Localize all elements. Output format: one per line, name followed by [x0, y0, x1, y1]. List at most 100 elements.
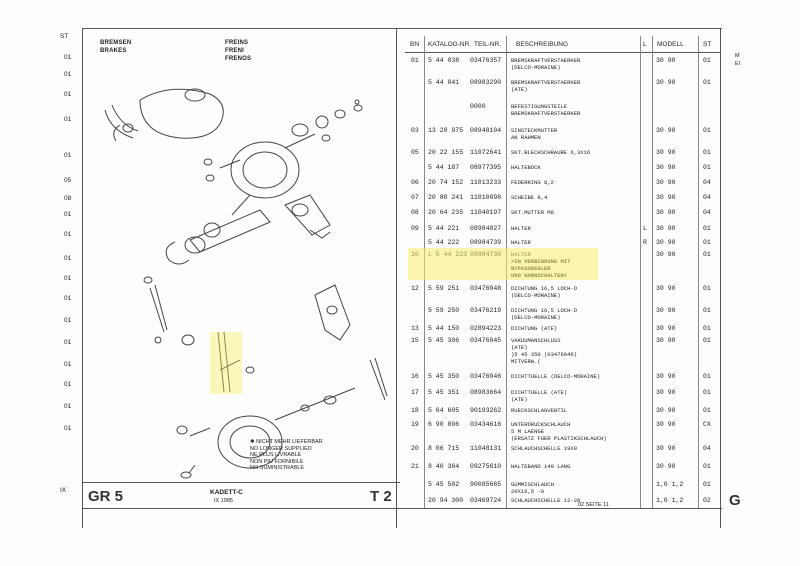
row-description-line: FEDERRING 8,2 [511, 179, 554, 186]
row-model: 30 90 [656, 421, 676, 428]
row-model: 30 90 [656, 463, 676, 470]
col-sep-4 [652, 36, 653, 508]
upper-booster-drum [139, 88, 224, 139]
row-bn: 19 [411, 421, 419, 428]
row-description-line: (ERSATZ FUER PLASTIKSCHLAUCH) [511, 435, 607, 442]
row-part-no: 08984027 [470, 225, 502, 232]
row-description-line: SCHLAUCHSCHELLE 12-20 [511, 497, 581, 504]
row-model: 30 90 [656, 307, 676, 314]
row-quantity: 01 [703, 127, 711, 134]
col-header-bn: BN [410, 41, 420, 48]
row-part-no: 08984739 [470, 239, 502, 246]
row-description-line: DICHTUNG 16,5 LOCH-D [511, 285, 578, 292]
frame-bottom-line [82, 482, 400, 483]
row-catalog-no: 20 94 300 [428, 497, 464, 504]
row-model: 30 90 [656, 373, 676, 380]
row-bn: 13 [411, 325, 419, 332]
row-catalog-no: 20 80 241 [428, 194, 464, 201]
row-description-line: (DELCO-MORAINE) [511, 64, 561, 71]
row-catalog-no: 8 40 364 [428, 463, 460, 470]
row-side: L [643, 225, 647, 232]
row-part-no: 02894223 [470, 325, 502, 332]
frame-left-line [82, 28, 83, 528]
row-model: 30 90 [656, 225, 676, 232]
row-model: 30 90 [656, 179, 676, 186]
row-quantity: 04 [703, 445, 711, 452]
row-description-line: DICHTUNG (ATE) [511, 325, 558, 332]
row-description-line: SKT.BLECHSCHRAUBE 6,3X16 [511, 149, 591, 156]
col-sep-3 [640, 36, 641, 508]
right-margin-g: G [729, 492, 741, 509]
row-quantity: 01 [703, 373, 711, 380]
row-catalog-no: 5 44 038 [428, 57, 460, 64]
row-part-no: 03476357 [470, 57, 502, 64]
row-catalog-no: 5 44 222 [428, 239, 460, 246]
frame-middle-line [396, 28, 397, 528]
row-catalog-no: 5 44 150 [428, 325, 460, 332]
row-model: 30 90 [656, 57, 676, 64]
row-description-line: HALTEBOCK [511, 164, 541, 171]
row-quantity: 01 [703, 285, 711, 292]
row-description-line: HALTER [511, 239, 531, 246]
row-model: 30 90 [656, 239, 676, 246]
left-code: 01 [64, 54, 72, 61]
row-quantity: 01 [703, 164, 711, 171]
table-code: T 2 [370, 488, 392, 505]
row-part-no: 11040197 [470, 209, 502, 216]
row-quantity: 01 [703, 389, 711, 396]
left-code: 01 [64, 339, 72, 346]
left-st-header: ST [60, 33, 69, 40]
row-description-line: 5 M LAENGE [511, 428, 545, 435]
footnote: ✱ NICHT MEHR LIEFERBAR NO LONGER SUPPLIE… [250, 439, 390, 472]
footnote-line-4: NON PIU FORNIBILE [250, 458, 304, 465]
right-margin-e: EI [735, 61, 741, 67]
heading-de: BREMSEN [100, 40, 132, 46]
row-description-line: DICHTUNG 16,5 LOCH-D [511, 307, 578, 314]
hose-clip [113, 124, 121, 142]
heading-fr: FREINS [225, 40, 249, 46]
col-header-teil: TEIL-NR. [474, 41, 502, 48]
row-description-line: SCHEIBE 8,4 [511, 194, 548, 201]
row-bn: 18 [411, 407, 419, 414]
row-catalog-no: 20 64 235 [428, 209, 464, 216]
row-quantity: 01 [703, 307, 711, 314]
row-quantity: 01 [703, 239, 711, 246]
model-date: IX 1985 [214, 498, 233, 504]
row-model: 30 90 [656, 407, 676, 414]
footnote-line-5: NO SUMINISTRABLE [250, 465, 305, 471]
vacuum-hose [104, 104, 139, 139]
row-description-line: HALTEBAND 140 LANG [511, 463, 571, 470]
row-description-line: DICHTTUELLE (DELCO-MORAINE) [511, 373, 601, 380]
row-catalog-no: 5 44 041 [428, 79, 460, 86]
row-quantity: 04 [703, 179, 711, 186]
left-code: 01 [64, 275, 72, 282]
row-catalog-no: 5 64 605 [428, 407, 460, 414]
row-description-line: (ATE) [511, 396, 528, 403]
footnote-line-1: ✱ NICHT MEHR LIEFERBAR [250, 439, 323, 445]
row-catalog-no: 8 06 715 [428, 445, 460, 452]
page-label: 02 SEITE 11 [578, 502, 609, 508]
row-quantity: 01 [703, 325, 711, 332]
master-cylinder [189, 209, 271, 253]
row-model: 30 90 [656, 389, 676, 396]
row-model: 1,0 1,2 [656, 497, 684, 504]
row-description-line: )5 45 350 (03476046) [511, 351, 578, 358]
row-description-line: HALTER [511, 225, 531, 232]
row-model: 30 90 [656, 285, 676, 292]
row-catalog-no: 5 59 251 [428, 285, 460, 292]
row-part-no: 08983664 [470, 389, 502, 396]
row-model: 30 90 [656, 325, 676, 332]
row-part-no: 0000 [470, 103, 486, 110]
row-part-no: 03434616 [470, 421, 502, 428]
row-quantity: 01 [703, 407, 711, 414]
row-bn: 09 [411, 225, 419, 232]
footnote-line-2: NO LONGER SUPPLIED [250, 445, 312, 452]
row-catalog-no: 5 44 187 [428, 164, 460, 171]
row-catalog-no: 6 90 806 [428, 421, 460, 428]
row-catalog-no: 5 45 306 [428, 337, 460, 344]
row-part-no: 11013233 [470, 179, 502, 186]
row-model: 30 90 [656, 194, 676, 201]
row-description-line: RUECKSCHLAGVENTIL [511, 407, 568, 414]
row-bn: 03 [411, 127, 419, 134]
row-quantity: CX [703, 421, 711, 428]
